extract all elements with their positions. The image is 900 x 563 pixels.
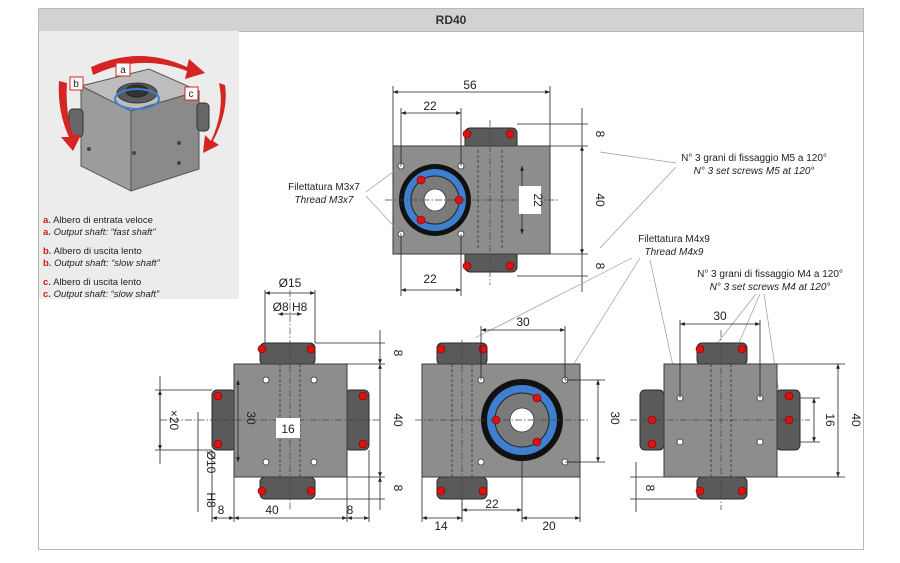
top-view-set-screw xyxy=(416,215,426,225)
left-view: Ø15 Ø8 H8 8 40 8 ×20 30 Ø10 H8 16 xyxy=(155,276,405,522)
leader xyxy=(599,166,677,249)
left-view-screw xyxy=(257,344,267,354)
dim-d20-label: ×20 xyxy=(167,410,181,431)
dim-22-center-label: 22 xyxy=(531,193,545,207)
dim-16-left-label: 16 xyxy=(281,422,295,436)
dim-30-right-label: 30 xyxy=(713,309,727,323)
left-view-screw xyxy=(257,486,267,496)
dim-20-label: 20 xyxy=(542,519,556,533)
iso-fast-shaft-ring xyxy=(114,88,160,110)
legend-a-en: a. Output shaft: “fast shaft” xyxy=(43,227,156,238)
iso-mount-hole xyxy=(132,151,136,155)
legend-c-it: c. Albero di uscita lento xyxy=(43,277,142,288)
note-screws-m5-en: N° 3 set screws M5 at 120° xyxy=(694,166,815,177)
dim-14-label: 14 xyxy=(434,519,448,533)
dim-8-b-label: 8 xyxy=(347,503,354,517)
page-title: RD40 xyxy=(39,9,863,32)
dim-h8-label: H8 xyxy=(204,492,218,508)
iso-label-a-box xyxy=(115,62,131,77)
left-view-hole xyxy=(262,376,270,384)
dim-16-right-label: 16 xyxy=(823,413,837,427)
dim-22-mid-label: 22 xyxy=(485,497,499,511)
iso-label-b-box xyxy=(69,76,84,91)
middle-view: 30 30 14 22 20 xyxy=(415,315,622,533)
dim-40-bottom-label: 40 xyxy=(265,503,279,517)
dim-56-label: 56 xyxy=(463,78,477,92)
note-thread-m4-it: Filettatura M4x9 xyxy=(638,234,710,245)
leader xyxy=(599,151,677,164)
right-view-housing xyxy=(663,363,778,478)
left-view-hole xyxy=(310,376,318,384)
dim-40-right-label: 40 xyxy=(849,413,863,427)
iso-mount-hole xyxy=(177,161,181,165)
legend-b-it: b. Albero di uscita lento xyxy=(43,246,142,257)
dim-8-lower-label: 8 xyxy=(593,263,607,270)
iso-fast-arrow xyxy=(91,56,205,79)
iso-label-b: b xyxy=(73,79,79,90)
iso-right-arrow xyxy=(203,83,226,153)
left-view-screw xyxy=(213,391,223,401)
top-view-screw xyxy=(505,129,515,139)
leader xyxy=(365,165,402,193)
dim-22-lower-label: 22 xyxy=(423,272,437,286)
label-background xyxy=(519,186,541,214)
top-view-set-screw xyxy=(416,175,426,185)
iso-label-c-box xyxy=(184,86,199,101)
dim-8-a-label: 8 xyxy=(218,503,225,517)
left-view-screw xyxy=(306,486,316,496)
dim-8-right-label: 8 xyxy=(643,485,657,492)
top-view: 56 22 22 22 40 8 8 xyxy=(385,78,607,296)
top-view-screw xyxy=(462,261,472,271)
dim-22-upper-label: 22 xyxy=(423,99,437,113)
dim-30-mid-side-label: 30 xyxy=(608,411,622,425)
left-view-hole xyxy=(262,458,270,466)
leader xyxy=(564,257,641,379)
dim-40-top-label: 40 xyxy=(593,193,607,207)
dim-8-bottom-label: 8 xyxy=(391,485,405,492)
leader xyxy=(474,257,633,339)
iso-left-arrow xyxy=(58,81,81,151)
dim-d8h8-label: Ø8 H8 xyxy=(273,300,308,314)
isometric-panel: a b c a. Albero di entrata veloce a. Out… xyxy=(39,31,239,301)
top-view-screw xyxy=(505,261,515,271)
legend-a-it: a. Albero di entrata veloce xyxy=(43,215,153,226)
right-view: 30 16 40 8 xyxy=(630,309,863,512)
note-thread-m4-en: Thread M4x9 xyxy=(645,247,704,258)
shaft-legend: a. Albero di entrata veloce a. Output sh… xyxy=(43,215,160,301)
iso-mount-hole xyxy=(87,147,91,151)
legend-b-en: b. Output shaft: “slow shaft” xyxy=(43,258,160,269)
left-view-screw xyxy=(306,344,316,354)
iso-mount-hole xyxy=(177,141,181,145)
note-screws-m4-en: N° 3 set screws M4 at 120° xyxy=(710,282,831,293)
iso-right-face xyxy=(130,90,200,192)
dim-30-mid-top-label: 30 xyxy=(516,315,530,329)
note-thread-m3-it: Filettatura M3x7 xyxy=(288,182,360,193)
left-view-upper-shaft xyxy=(259,342,316,366)
isometric-view: a b c xyxy=(58,56,226,192)
dim-d15-label: Ø15 xyxy=(279,276,302,290)
iso-label-a: a xyxy=(120,65,126,76)
dim-8-upper-label: 8 xyxy=(593,131,607,138)
dim-8-top-label: 8 xyxy=(391,350,405,357)
left-view-screw xyxy=(358,439,368,449)
dim-30-left-label: 30 xyxy=(244,411,258,425)
iso-right-shaft xyxy=(196,102,210,132)
dim-40-side-label: 40 xyxy=(391,413,405,427)
left-view-lower-shaft xyxy=(259,476,316,500)
dim-d10-label: Ø10 xyxy=(204,451,218,474)
note-screws-m5-it: N° 3 grani di fissaggio M5 a 120° xyxy=(681,153,827,164)
note-screws-m4-it: N° 3 grani di fissaggio M4 a 120° xyxy=(697,269,843,280)
top-view-screw xyxy=(462,129,472,139)
left-view-hole xyxy=(310,458,318,466)
left-view-screw xyxy=(213,439,223,449)
iso-label-c: c xyxy=(189,89,194,100)
label-background xyxy=(276,418,300,438)
left-view-screw xyxy=(358,391,368,401)
note-thread-m3-en: Thread M3x7 xyxy=(295,195,354,206)
legend-c-en: c. Output shaft: “slow shaft” xyxy=(43,289,160,300)
leader xyxy=(365,195,402,235)
